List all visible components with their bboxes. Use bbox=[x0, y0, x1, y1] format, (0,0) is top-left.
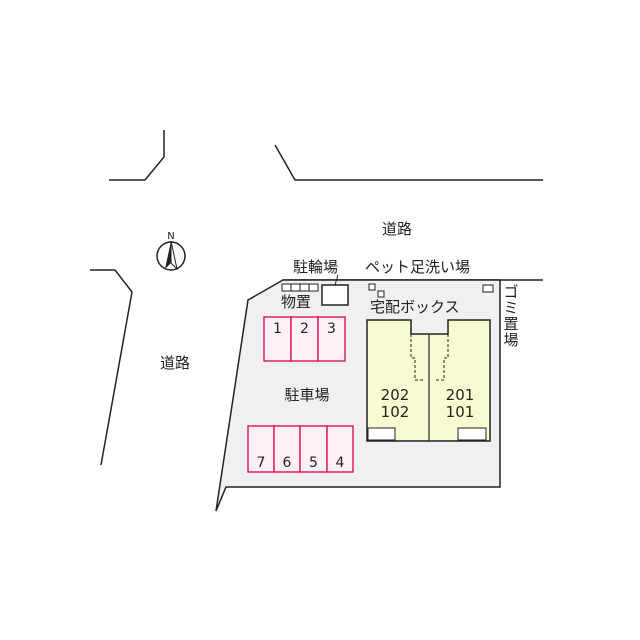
parking-space bbox=[317, 316, 346, 362]
garbage-area-marker bbox=[482, 284, 494, 293]
parking-space bbox=[247, 425, 275, 473]
bicycle-parking-label: 駐輪場 bbox=[293, 258, 338, 276]
unit-number: 101 bbox=[446, 403, 475, 421]
parking-number: 7 bbox=[257, 455, 266, 471]
bicycle-rack bbox=[299, 283, 310, 292]
parking-number: 2 bbox=[300, 321, 309, 337]
garbage-label-text: ゴミ置場 bbox=[503, 283, 519, 349]
storage-label: 物置 bbox=[281, 293, 311, 311]
parking-space bbox=[290, 316, 319, 362]
bicycle-rack bbox=[308, 283, 319, 292]
parking-space bbox=[326, 425, 354, 473]
unit-number: 202 bbox=[381, 386, 410, 404]
garbage-area-label: ゴミ置場 bbox=[503, 284, 521, 348]
apartment-building: 202 102 201 101 bbox=[366, 319, 491, 442]
entrance bbox=[367, 427, 396, 441]
delivery-box-marker bbox=[377, 290, 385, 298]
parking-lot-label: 駐車場 bbox=[284, 386, 329, 404]
north-arrow: N bbox=[156, 231, 186, 271]
bicycle-parking bbox=[281, 283, 319, 292]
north-arrow-icon bbox=[165, 241, 171, 269]
parking-row-top: 1 2 3 bbox=[263, 316, 346, 362]
compass-label: N bbox=[167, 231, 174, 242]
stair-dashed-left bbox=[410, 334, 425, 381]
road-label-top: 道路 bbox=[382, 220, 412, 238]
north-arrow-icon-half bbox=[170, 240, 178, 271]
bicycle-rack bbox=[281, 283, 292, 292]
delivery-box-label: 宅配ボックス bbox=[370, 298, 460, 316]
pet-foot-wash-marker bbox=[368, 283, 376, 291]
parking-number: 1 bbox=[273, 321, 282, 337]
parking-space bbox=[273, 425, 301, 473]
stair-dashed-right bbox=[434, 334, 449, 381]
unit-number: 102 bbox=[381, 403, 410, 421]
bicycle-rack bbox=[290, 283, 301, 292]
unit-number: 201 bbox=[446, 386, 475, 404]
storage-shed bbox=[321, 284, 349, 306]
parking-number: 4 bbox=[336, 455, 345, 471]
road-edge-top-left bbox=[109, 130, 165, 181]
road-label-left: 道路 bbox=[160, 354, 190, 372]
road-edge-left bbox=[90, 269, 133, 466]
parking-number: 6 bbox=[283, 455, 292, 471]
parking-number: 5 bbox=[309, 455, 318, 471]
parking-row-bottom: 7 6 5 4 bbox=[247, 425, 354, 473]
parking-space bbox=[263, 316, 292, 362]
pet-foot-wash-label: ペット足洗い場 bbox=[365, 258, 470, 276]
leader-line bbox=[334, 274, 339, 286]
parking-number: 3 bbox=[327, 321, 336, 337]
road-edge-top-right bbox=[274, 144, 543, 181]
entrance bbox=[457, 427, 487, 441]
